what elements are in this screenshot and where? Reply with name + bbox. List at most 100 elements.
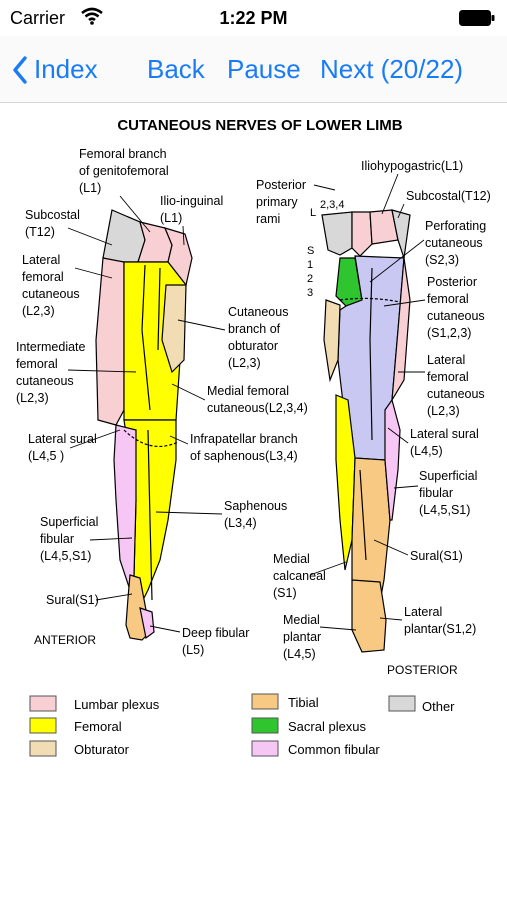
label-post-lat-fem-2: femoral — [427, 370, 469, 384]
label-lat-fem-1: Lateral — [22, 253, 60, 267]
posterior-view-label: POSTERIOR — [387, 663, 458, 677]
post-saphenous-region — [335, 394, 356, 571]
posterior-leg — [321, 209, 411, 653]
label-s-4: 3 — [307, 287, 313, 299]
label-post-lat-fem-3: cutaneous — [427, 387, 485, 401]
label-obt-3: obturator — [228, 339, 278, 353]
legend-label-fibular: Common fibular — [288, 742, 380, 757]
label-post-fem-3: cutaneous — [427, 309, 485, 323]
label-med-fem-2: cutaneous(L2,3,4) — [207, 401, 308, 415]
label-post-fem-1: Posterior — [427, 275, 477, 289]
legend-item-lumbar: Lumbar plexus — [29, 695, 160, 712]
label-med-calc-1: Medial — [273, 552, 310, 566]
label-obt-4: (L2,3) — [228, 356, 261, 370]
label-deep-fib-1: Deep fibular — [182, 626, 249, 640]
label-ilioinguinal-1: Ilio-inguinal — [160, 194, 223, 208]
label-lat-fem-2: femoral — [22, 270, 64, 284]
label-deep-fib-2: (L5) — [182, 643, 204, 657]
chevron-left-icon — [13, 55, 27, 84]
legend-item-obturator: Obturator — [29, 740, 130, 757]
anterior-leader-lines — [67, 195, 226, 633]
label-subcostal-1: Subcostal — [25, 208, 80, 222]
next-button[interactable]: Next (20/22) — [320, 54, 464, 84]
label-post-subcostal: Subcostal(T12) — [406, 189, 491, 203]
post-iliohypo-region — [351, 211, 373, 257]
label-post-sup-fib-3: (L4,5,S1) — [419, 503, 470, 517]
label-post-sup-fib-1: Superficial — [419, 469, 477, 483]
label-post-lat-fem-1: Lateral — [427, 353, 465, 367]
label-infrapat-1: Infrapatellar branch — [190, 432, 298, 446]
label-med-plant-1: Medial — [283, 613, 320, 627]
label-perf-3: (S2,3) — [425, 253, 459, 267]
navigation-bar: Index Back Pause Next (20/22) — [0, 36, 507, 103]
label-iliohypo: Iliohypogastric(L1) — [361, 159, 463, 173]
label-lumbar-nums: 2,3,4 — [320, 199, 344, 211]
label-post-lat-fem-4: (L2,3) — [427, 404, 460, 418]
posterior-labels: Iliohypogastric(L1) Posterior primary ra… — [256, 159, 491, 677]
index-button[interactable]: Index — [12, 54, 98, 85]
label-med-calc-3: (S1) — [273, 586, 297, 600]
label-post-lat-sural-1: Lateral sural — [410, 427, 479, 441]
post-fibular-region — [384, 398, 401, 521]
label-post-fem-4: (S1,2,3) — [427, 326, 471, 340]
legend-label-femoral: Femoral — [74, 719, 122, 734]
status-time: 1:22 PM — [219, 8, 288, 28]
anatomy-figure: CUTANEOUS NERVES OF LOWER LIMB — [0, 103, 507, 900]
legend-label-tibial: Tibial — [288, 695, 319, 710]
anterior-leg — [95, 209, 193, 641]
label-sup-fib-3: (L4,5,S1) — [40, 549, 91, 563]
label-sural: Sural(S1) — [46, 593, 99, 607]
label-perf-1: Perforating — [425, 219, 486, 233]
label-lat-sural-2: (L4,5 ) — [28, 449, 64, 463]
label-lat-sural-1: Lateral sural — [28, 432, 97, 446]
back-button[interactable]: Back — [147, 54, 205, 84]
legend-item-tibial: Tibial — [251, 693, 319, 710]
anterior-view-label: ANTERIOR — [34, 633, 96, 647]
legend-label-other: Other — [422, 699, 455, 714]
lower-limb-illustration: CUTANEOUS NERVES OF LOWER LIMB — [16, 117, 491, 757]
label-obt-1: Cutaneous — [228, 305, 288, 319]
label-femoral-genito-3: (L1) — [79, 181, 101, 195]
label-l-letter: L — [310, 207, 316, 219]
post-rami-region — [321, 211, 353, 256]
label-sup-fib-2: fibular — [40, 532, 74, 546]
legend-label-sacral: Sacral plexus — [288, 719, 367, 734]
legend-label-obturator: Obturator — [74, 742, 130, 757]
posterior-leader-lines — [309, 173, 426, 631]
label-post-sural: Sural(S1) — [410, 549, 463, 563]
label-s-1: S — [307, 245, 314, 257]
label-int-fem-4: (L2,3) — [16, 391, 49, 405]
status-bar: Carrier 1:22 PM — [0, 0, 507, 36]
label-s-3: 2 — [307, 273, 313, 285]
label-femoral-genito-2: of genitofemoral — [79, 164, 169, 178]
label-med-calc-2: calcaneal — [273, 569, 326, 583]
post-foot-region — [351, 579, 387, 653]
label-femoral-genito-1: Femoral branch — [79, 147, 167, 161]
label-int-fem-3: cutaneous — [16, 374, 74, 388]
pause-button[interactable]: Pause — [227, 54, 301, 84]
label-post-rami-2: primary — [256, 195, 298, 209]
legend: Lumbar plexus Femoral Obturator Tibial S… — [29, 693, 455, 757]
label-post-fem-2: femoral — [427, 292, 469, 306]
label-post-rami-3: rami — [256, 212, 280, 226]
label-lat-fem-3: cutaneous — [22, 287, 80, 301]
label-int-fem-2: femoral — [16, 357, 58, 371]
label-s-2: 1 — [307, 259, 313, 271]
ant-deep-fibular-region — [139, 607, 155, 640]
legend-item-other: Other — [388, 695, 455, 714]
label-lat-plant-1: Lateral — [404, 605, 442, 619]
label-med-plant-2: plantar — [283, 630, 321, 644]
label-infrapat-2: of saphenous(L3,4) — [190, 449, 298, 463]
label-med-fem-1: Medial femoral — [207, 384, 289, 398]
label-subcostal-2: (T12) — [25, 225, 55, 239]
label-int-fem-1: Intermediate — [16, 340, 86, 354]
ant-lateral-femoral-region — [95, 257, 125, 426]
figure-title: CUTANEOUS NERVES OF LOWER LIMB — [117, 117, 402, 134]
label-saph-1: Saphenous — [224, 499, 287, 513]
ant-obturator-region — [161, 284, 187, 374]
label-post-rami-1: Posterior — [256, 178, 306, 192]
label-post-sup-fib-2: fibular — [419, 486, 453, 500]
label-lat-plant-2: plantar(S1,2) — [404, 622, 476, 636]
label-perf-2: cutaneous — [425, 236, 483, 250]
post-lateral-femoral-region — [391, 257, 411, 401]
